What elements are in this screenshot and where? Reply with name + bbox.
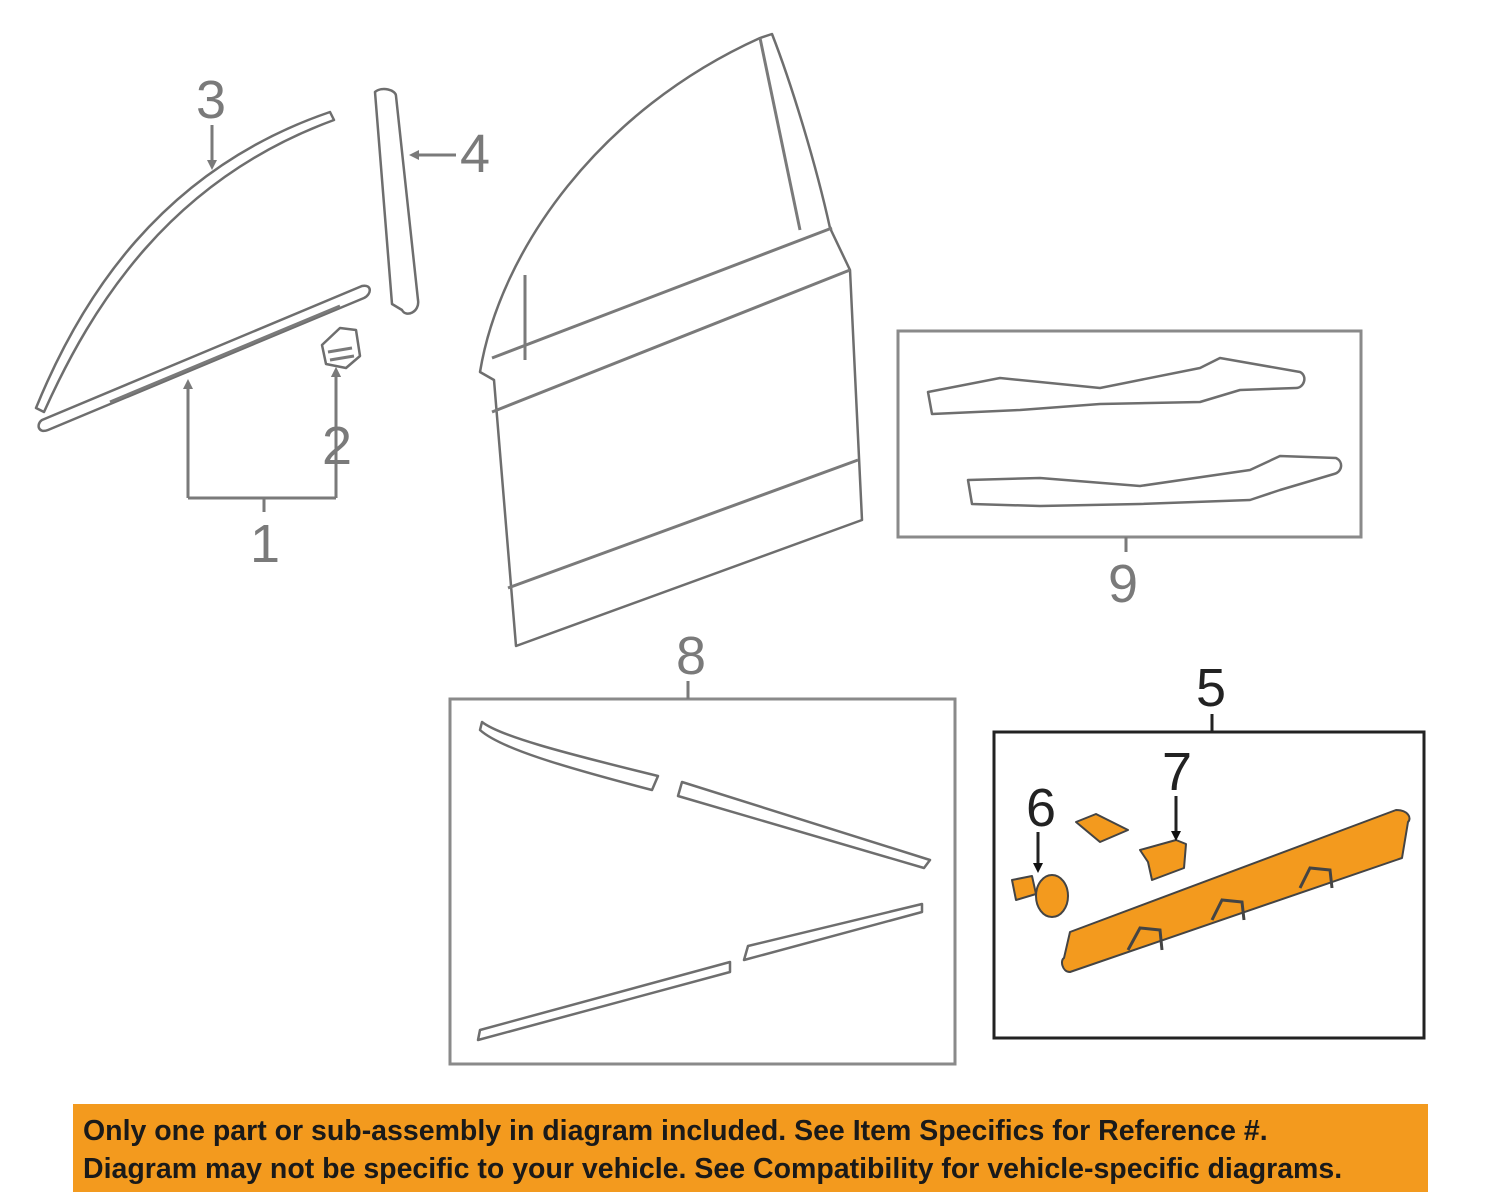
- disclaimer-banner: Only one part or sub-assembly in diagram…: [73, 1104, 1428, 1192]
- part-7-clip: [1139, 839, 1187, 881]
- callout-7: 7: [1162, 742, 1192, 802]
- part-1-belt-molding: [37, 284, 371, 433]
- disclaimer-line-2: Diagram may not be specific to your vehi…: [83, 1153, 1343, 1185]
- part-3-roof-molding: [34, 110, 336, 414]
- callout-9: 9: [1108, 554, 1138, 614]
- callout-5: 5: [1196, 658, 1226, 718]
- part-6-screw: [1011, 813, 1129, 918]
- callout-2: 2: [322, 416, 352, 476]
- callout-3: 3: [196, 70, 226, 130]
- part-5-box: [992, 730, 1426, 1040]
- part-8-door-moldings: [476, 720, 932, 1042]
- callout-6: 6: [1026, 778, 1056, 838]
- callout-8: 8: [676, 626, 706, 686]
- callout-1: 1: [250, 514, 280, 574]
- door-shell: [478, 32, 864, 648]
- part-4-pillar-garnish: [373, 87, 420, 315]
- disclaimer-line-1: Only one part or sub-assembly in diagram…: [83, 1115, 1268, 1147]
- part-8-box: [448, 697, 957, 1066]
- part-2-clip: [320, 326, 362, 370]
- part-9-box: [896, 329, 1363, 539]
- leader-lines: [183, 125, 1214, 873]
- callout-4: 4: [460, 124, 490, 184]
- part-5-rocker-molding: [1061, 809, 1411, 973]
- part-9-weatherstrips: [926, 356, 1343, 508]
